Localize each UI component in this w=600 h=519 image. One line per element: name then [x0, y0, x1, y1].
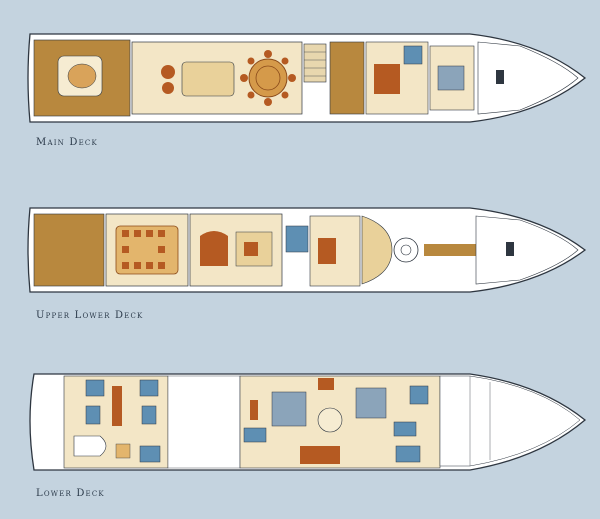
lower-deck-cabin-bed-1	[271, 391, 307, 427]
upper-lower-deck-forward-lounge	[361, 215, 393, 285]
upper-lower-deck-dining-chairs	[122, 230, 165, 269]
main-deck-galley	[329, 41, 365, 115]
lower-deck-label: Lower Deck	[36, 488, 105, 499]
upper-lower-deck-fore-teak	[424, 244, 476, 256]
main-deck-dining-table	[248, 58, 288, 98]
main-deck-chair-2	[162, 82, 174, 94]
upper-lower-deck-bath	[285, 225, 309, 253]
main-deck-bath	[403, 45, 423, 65]
upper-lower-deck-drawing	[27, 207, 587, 293]
main-deck-bow	[477, 41, 579, 115]
lower-deck-lobby	[317, 407, 343, 433]
main-deck-drawing	[27, 33, 587, 123]
main-deck-office-sofa	[374, 64, 400, 94]
upper-lower-deck-armchair	[200, 231, 228, 266]
main-deck-bed	[437, 65, 465, 91]
main-deck-label: Main Deck	[36, 137, 98, 148]
lower-deck-guest-baths	[243, 385, 429, 463]
upper-lower-deck-jacuzzi	[393, 237, 419, 263]
upper-lower-deck-label: Upper Lower Deck	[36, 310, 144, 321]
main-deck-plan	[0, 22, 600, 134]
lower-deck-crew-baths	[85, 379, 161, 463]
upper-lower-deck-plan	[0, 196, 600, 304]
lower-deck-cabin-3-bed	[300, 446, 340, 464]
upper-lower-deck-aft-teak	[33, 213, 105, 287]
lower-deck-plan	[0, 362, 600, 482]
lower-deck-tender	[73, 435, 107, 457]
main-deck-chair-1	[161, 65, 175, 79]
main-deck-sofa	[181, 61, 235, 97]
lower-deck-cabin-bed-2	[355, 387, 387, 419]
main-deck-stairs	[303, 43, 327, 83]
lower-deck-forepeak	[439, 375, 581, 467]
lower-deck-drawing	[29, 373, 587, 471]
main-deck-dining-chairs	[240, 50, 296, 106]
main-deck-aft-table	[67, 63, 97, 89]
lower-deck-engine-room	[167, 375, 241, 469]
upper-lower-deck-bow	[475, 215, 579, 285]
